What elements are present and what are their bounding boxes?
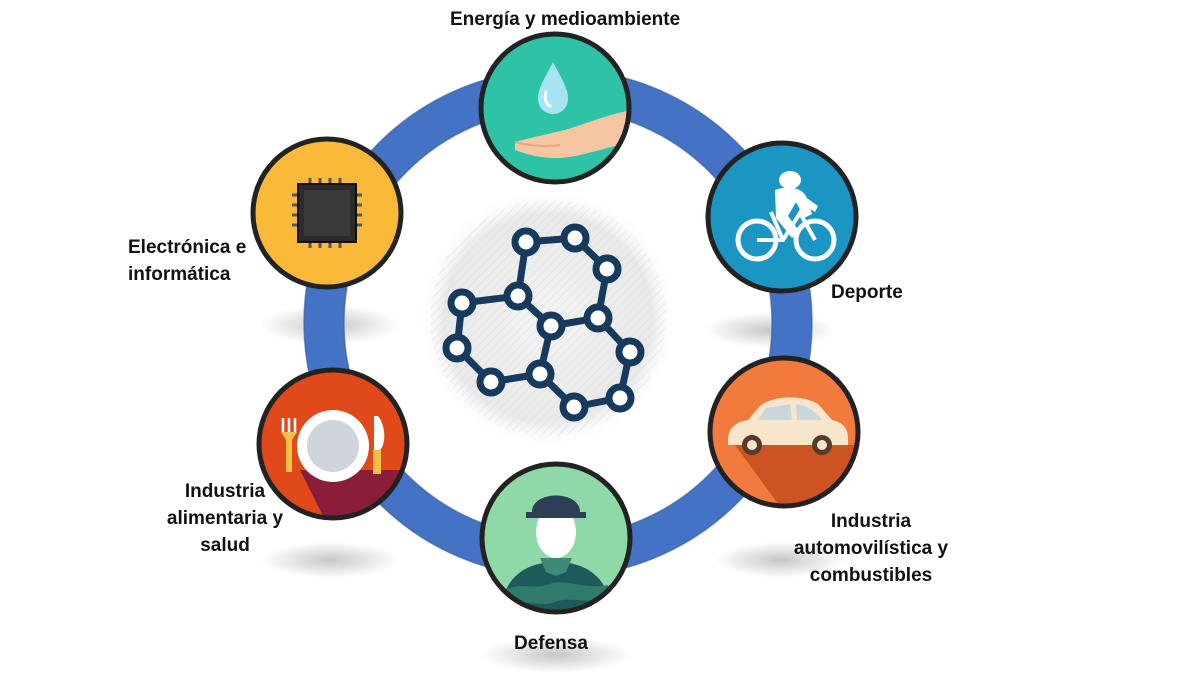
label-line: alimentaria y (166, 508, 284, 529)
label-energia: Energía y medioambiente (450, 6, 680, 33)
label-line: Electrónica e (128, 237, 247, 258)
label-line: Defensa (514, 633, 588, 654)
label-electronica: Electrónica e informática (128, 234, 246, 288)
label-line: salud (200, 535, 250, 556)
node-deporte (705, 140, 859, 294)
graphene-hexagon-icon (442, 223, 645, 422)
label-line: Energía y medioambiente (450, 9, 681, 30)
label-line: combustibles (809, 565, 933, 586)
node-defensa (479, 461, 633, 615)
label-line: Industria (184, 481, 266, 502)
label-line: Industria (830, 511, 912, 532)
water-drop-hand-icon (514, 62, 627, 159)
node-electronica (250, 136, 404, 290)
label-deporte: Deporte (831, 279, 903, 306)
label-line: Deporte (831, 282, 903, 303)
cyclist-icon (735, 171, 837, 262)
label-automovil: Industria automovilística y combustibles (766, 508, 976, 589)
label-line: informática (128, 264, 231, 285)
label-alimentaria: Industria alimentaria y salud (150, 478, 300, 559)
node-energia (478, 31, 632, 185)
label-defensa: Defensa (514, 630, 588, 657)
soldier-icon (500, 495, 612, 610)
label-line: automovilística y (793, 538, 949, 559)
microchip-icon (292, 178, 362, 248)
node-alimentaria (256, 367, 410, 521)
